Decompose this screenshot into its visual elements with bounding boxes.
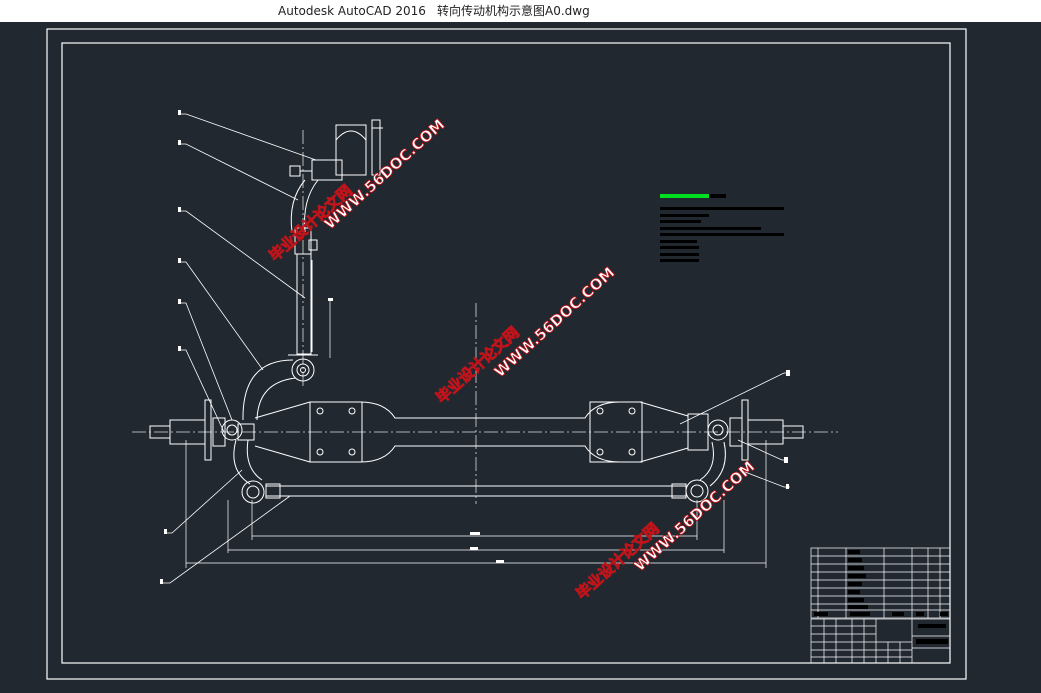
watermarks: WWW.56DOC.COM 毕业设计论文网 WWW.56DOC.COM 毕业设计… (265, 115, 759, 603)
steering-assembly (149, 119, 804, 504)
dimension-text-marks (328, 298, 504, 563)
title-block (810, 618, 951, 664)
outer-border (46, 28, 967, 680)
cad-drawing: WWW.56DOC.COM 毕业设计论文网 WWW.56DOC.COM 毕业设计… (46, 28, 967, 680)
technical-notes (660, 194, 784, 262)
drawing-canvas[interactable]: WWW.56DOC.COM 毕业设计论文网 WWW.56DOC.COM 毕业设计… (0, 22, 1041, 689)
leader-labels (160, 110, 790, 584)
window-title-bar: Autodesk AutoCAD 2016 转向传动机构示意图A0.dwg (0, 0, 1041, 22)
parts-list (810, 547, 951, 619)
file-name: 转向传动机构示意图A0.dwg (437, 4, 590, 18)
centerlines (132, 130, 838, 504)
watermark-domain-1: WWW.56DOC.COM (321, 115, 449, 232)
watermark-domain-2: WWW.56DOC.COM (491, 263, 619, 380)
watermark-domain-3: WWW.56DOC.COM (631, 457, 759, 574)
app-title: Autodesk AutoCAD 2016 (278, 4, 426, 18)
inner-border (61, 42, 951, 664)
